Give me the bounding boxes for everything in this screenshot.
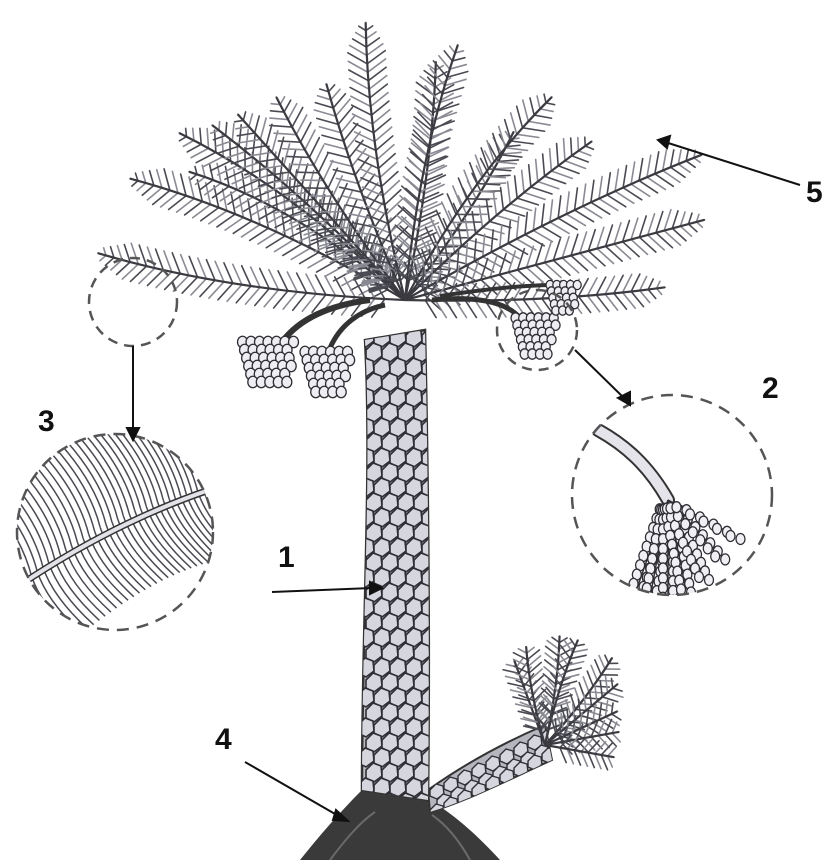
- date-cluster: [511, 313, 560, 359]
- fruit-detail-circle: [572, 395, 772, 611]
- date-cluster: [238, 336, 299, 388]
- label-4: 4: [215, 725, 232, 755]
- arrow-1: [272, 588, 372, 592]
- crown-fronds: [98, 22, 704, 317]
- date-cluster: [546, 280, 581, 315]
- arrow-2: [575, 350, 624, 398]
- leaf-detail-circle: [0, 408, 260, 647]
- label-2: 2: [762, 374, 779, 404]
- label-5: 5: [806, 178, 823, 208]
- main-trunk: [358, 328, 446, 812]
- base-mound: [300, 790, 500, 860]
- label-1: 1: [278, 543, 295, 573]
- label-3: 3: [38, 407, 55, 437]
- leaf-selection-circle: [89, 258, 177, 346]
- arrow-5: [665, 142, 800, 185]
- arrow-4: [245, 762, 342, 818]
- date-cluster: [300, 346, 355, 398]
